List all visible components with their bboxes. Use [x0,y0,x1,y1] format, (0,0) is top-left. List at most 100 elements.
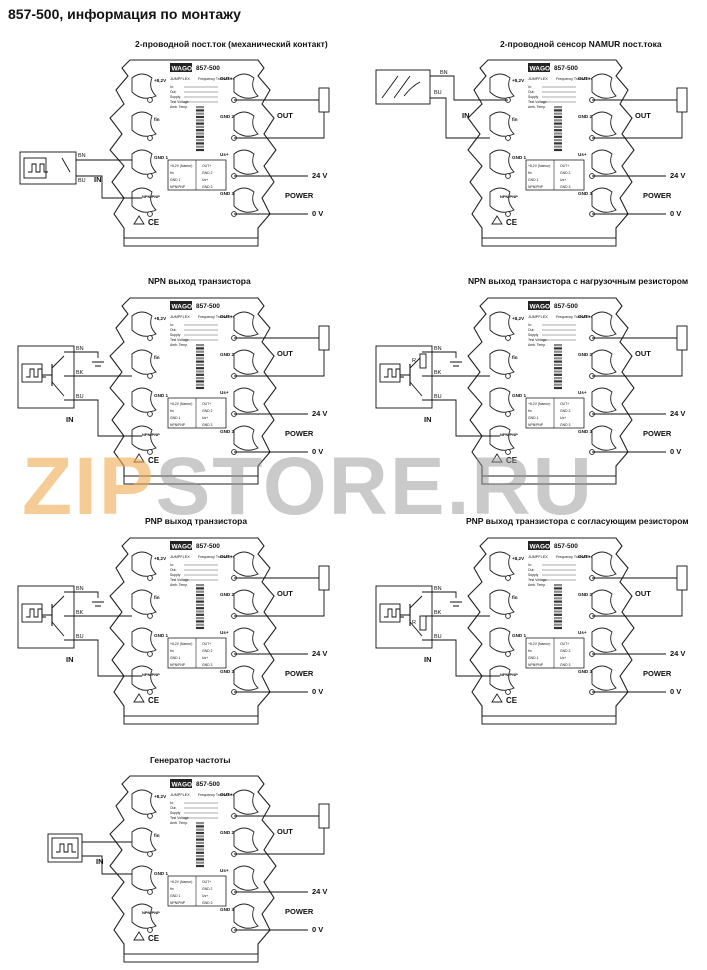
terminal-clamp [233,665,259,691]
device-housing [467,59,635,239]
wire-out-gnd [234,590,325,617]
terminal-label: NPN/PNP [500,672,518,677]
terminal-point [505,651,511,657]
brand-logo [170,63,192,72]
dip-switch [554,119,562,122]
table-row-right: OUT+ [202,880,211,884]
terminal-clamp [591,187,617,213]
brand-logo [528,301,550,310]
table-row-right: OUT+ [560,164,569,168]
warning-icon [491,453,503,463]
wire-out-gnd [234,828,325,855]
pulse-source-icon [21,363,43,383]
dip-switch [554,626,562,630]
label-r: R [412,358,416,364]
label-bn: BN [434,586,442,592]
terminal-clamp [233,111,259,137]
terminal-label: GND 2 [578,352,592,357]
device-spec-line: Amb. Temp. [170,343,188,347]
terminal-clamp [233,903,259,929]
table-row-left: GND 1 [170,656,180,660]
table-row-left: fin [528,409,532,413]
load-resistor [318,803,330,829]
table-row-right: GND 3 [202,663,212,667]
terminal-clamp [131,827,157,853]
terminal-point [147,851,153,857]
device-caption: Frequency Transducer [198,315,235,319]
terminal-label: fin [154,117,160,122]
table-row-right: Us+ [560,656,566,660]
table-row-right: Us+ [202,894,208,898]
transistor-symbol [42,355,65,397]
terminal-label: GND 2 [220,352,234,357]
wire-bu [64,399,142,437]
wire-bu [430,97,490,139]
pulse-source-icon [379,603,401,623]
label-bk: BK [434,370,442,376]
device-spec-line: Amb. Temp. [170,583,188,587]
label-in: IN [94,175,102,184]
terminal-clamp [489,589,515,615]
dip-switch [554,347,562,350]
terminal-clamp [131,311,157,337]
table-row-right: GND 2 [560,409,570,413]
table-row-right: Us+ [202,178,208,182]
label-power: POWER [643,429,672,438]
device-spec-line: Test Voltage [528,100,547,104]
device-series: JUMPFLEX [170,793,190,797]
table-row-left: +8,2V (Namur) [170,164,192,168]
label-in: IN [96,857,104,866]
sensor-enclosure [17,585,75,649]
din-rail-foot [123,476,259,485]
table-row-right: OUT+ [560,642,569,646]
dip-switch [196,135,204,138]
dip-switch [196,607,204,610]
dip-switch [196,122,204,125]
wire-bn [422,591,457,598]
ce-mark: CE [506,218,518,227]
dip-switch [554,623,562,626]
transistor-symbol [42,595,65,637]
terminal-point [147,173,153,179]
terminal-clamp [131,73,157,99]
terminal-clamp [131,111,157,137]
terminal-point [147,575,153,581]
table-row-right: OUT+ [202,642,211,646]
terminal-point [147,689,153,695]
label-power: POWER [285,907,314,916]
device-caption: Frequency Transducer [198,555,235,559]
table-row-right: OUT+ [202,164,211,168]
terminal-point [505,373,511,379]
terminal-clamp [591,149,617,175]
terminal-clamp [233,387,259,413]
table-row-left: GND 1 [528,178,538,182]
pulse-wave [26,608,46,618]
din-rail-foot [123,238,259,247]
table-row-right: GND 3 [202,423,212,427]
label-bk: BK [76,610,84,616]
dip-switch [196,848,204,851]
device-spec-line: In: [528,323,532,327]
terminal-label: GND 1 [154,871,168,876]
dip-switch [196,386,204,390]
table-row-right: GND 3 [202,901,212,905]
dip-switch [196,620,204,623]
dip-switch [196,112,204,115]
dip-switch [196,831,204,835]
device-spec-line: Supply [170,573,181,577]
terminal-label: fin [154,595,160,600]
device-spec-line: Out: [170,90,176,94]
label-in: IN [66,415,74,424]
terminal-clamp [489,627,515,653]
table-row-right: Us+ [202,656,208,660]
pulse-wave [384,608,404,618]
wire-bn [64,351,99,358]
label-0v: 0 V [312,687,323,696]
wire-bu [422,399,500,437]
device-spec-line: Supply [528,573,539,577]
sensor-enclosure [375,585,433,649]
load-resistor [676,87,688,113]
